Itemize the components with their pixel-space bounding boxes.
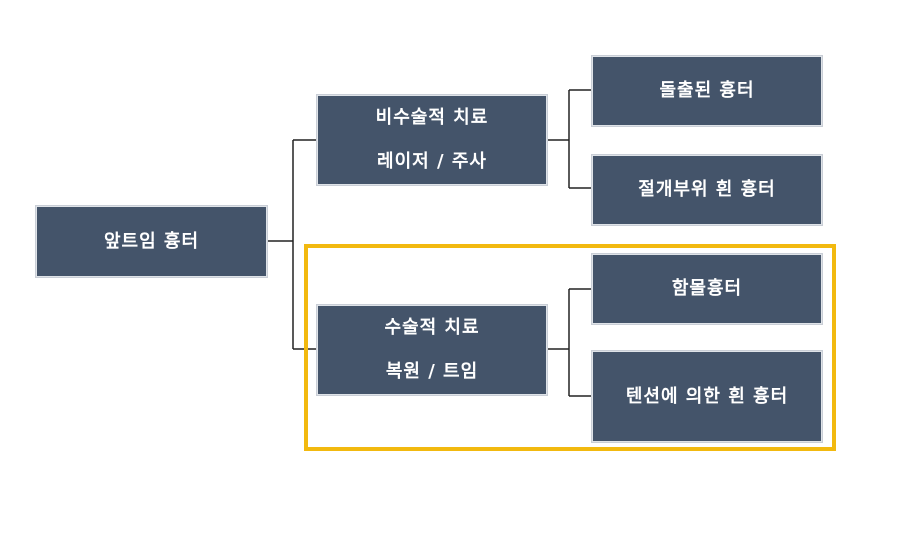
leaf-node-protruding-scar: 돌출된 흉터 xyxy=(592,56,822,126)
branch-node-title: 비수술적 치료 xyxy=(375,107,489,128)
root-node-label: 앞트임 흉터 xyxy=(103,230,200,252)
leaf-node-label: 돌출된 흉터 xyxy=(659,80,755,101)
branch-node-subtitle: 레이저 / 주사 xyxy=(377,151,487,172)
leaf-node-label: 텐션에 의한 흰 흉터 xyxy=(625,385,789,407)
leaf-node-tension-white-scar: 텐션에 의한 흰 흉터 xyxy=(592,351,822,442)
branch-node-nonsurgical: 비수술적 치료 레이저 / 주사 xyxy=(317,95,547,185)
branch-node-surgical: 수술적 치료 복원 / 트임 xyxy=(317,305,547,395)
leaf-node-label: 절개부위 흰 흉터 xyxy=(638,179,776,200)
branch-node-title: 수술적 치료 xyxy=(384,317,480,338)
root-node: 앞트임 흉터 xyxy=(36,206,267,277)
branch-node-subtitle: 복원 / 트임 xyxy=(385,361,479,382)
leaf-node-label: 함몰흉터 xyxy=(671,278,743,299)
leaf-node-incision-white-scar: 절개부위 흰 흉터 xyxy=(592,155,822,225)
leaf-node-depressed-scar: 함몰흉터 xyxy=(592,254,822,324)
surgical-highlight-box xyxy=(304,244,836,451)
